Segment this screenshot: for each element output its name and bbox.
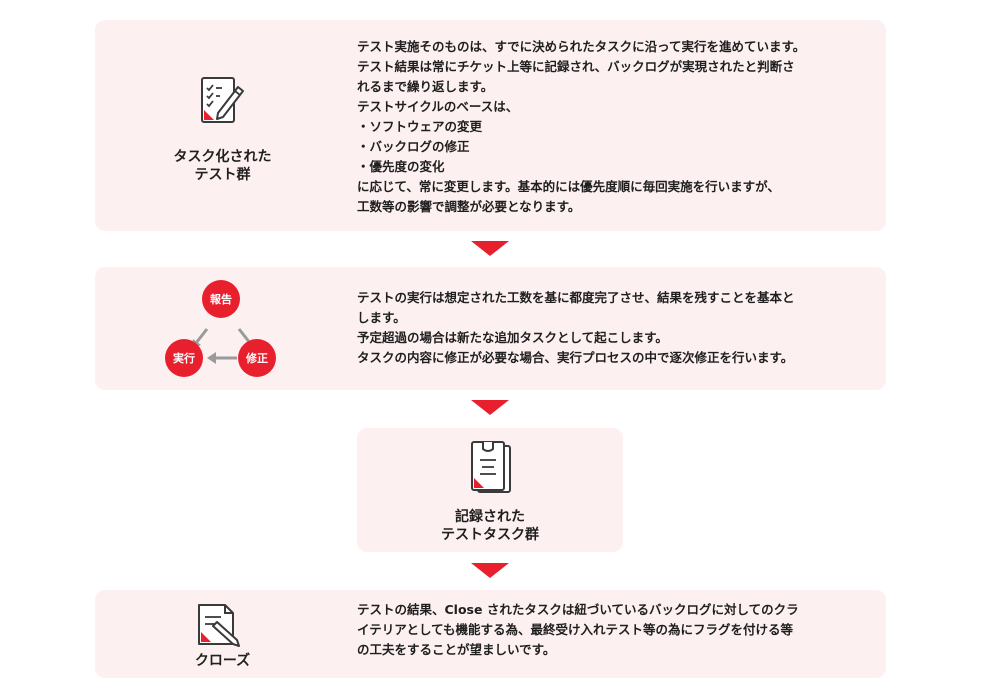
cycle-node-fix: 修正 [238,339,276,377]
down-arrow-icon [471,563,509,578]
step-label-line: テストタスク群 [441,527,539,543]
down-arrow-icon [471,400,509,415]
checklist-pen-icon [201,77,244,123]
step-label: 記録された テストタスク群 [357,508,623,544]
document-pen-icon [198,604,240,647]
step-description: テストの実行は想定された工数を基に都度完了させ、結果を残すことを基本と します。… [357,290,795,365]
down-arrow-icon [471,241,509,256]
step-panel-tasked-tests: タスク化された テスト群 テスト実施そのものは、すでに決められたタスクに沿って実… [95,20,886,231]
step-label-line: クローズ [194,653,251,669]
clipboard-document-icon [471,441,511,493]
step-label-line: タスク化された [173,149,272,165]
step-panel-recorded-tasks: 記録された テストタスク群 [357,428,623,552]
step-description: テストの結果、Close されたタスクは紐づいているバックログに対してのクラ イ… [357,602,799,657]
step-label: クローズ [150,652,295,670]
cycle-node-execute: 実行 [165,339,203,377]
step-description: テスト実施そのものは、すでに決められたタスクに沿って実行を進めています。 テスト… [357,39,806,214]
step-panel-execution-cycle: 報告 実行 修正 テストの実行は想定された工数を基に都度完了させ、結果を残すこと… [95,267,886,390]
step-label-line: テスト群 [194,167,251,183]
step-label-line: 記録された [455,509,525,525]
step-panel-close: クローズ テストの結果、Close されたタスクは紐づいているバックログに対して… [95,590,886,678]
step-label: タスク化された テスト群 [150,148,295,184]
cycle-node-report: 報告 [202,280,240,318]
